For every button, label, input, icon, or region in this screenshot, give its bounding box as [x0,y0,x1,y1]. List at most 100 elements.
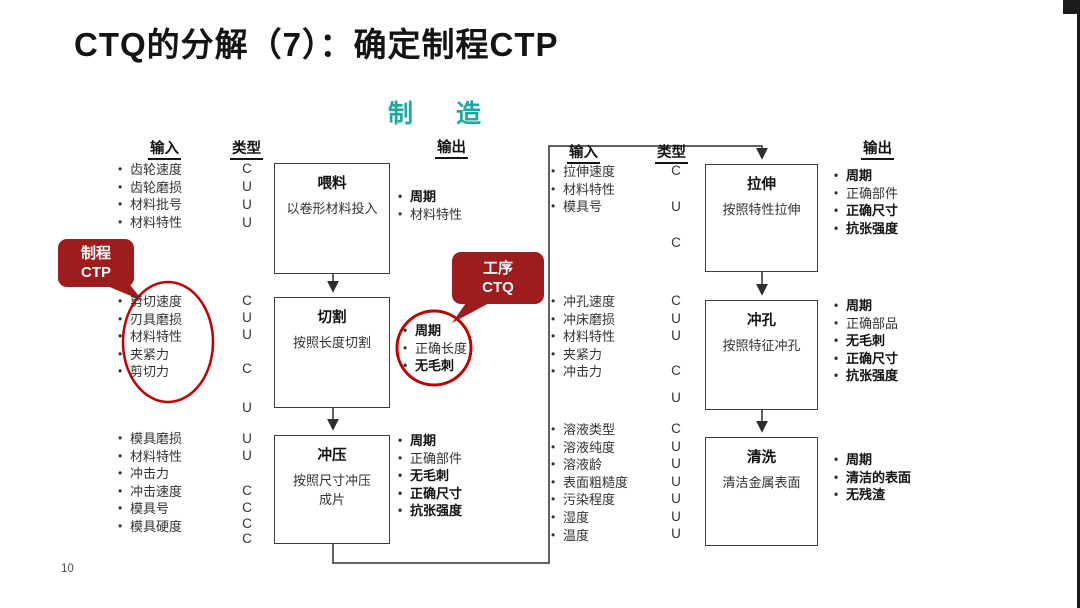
process-box-stretch: 拉伸 按照特性拉伸 [705,164,818,272]
input-label: 冲击力 [563,364,603,380]
input-label: 模具号 [563,199,603,215]
list-item: •冲击速度 [118,483,182,501]
bullet-icon: • [834,350,839,365]
type-letter: C [671,235,681,250]
list-item: • 材料特性 [118,448,182,466]
output-label: 周期 [410,433,437,448]
process-box-subtitle: 按照特性拉伸 [722,201,801,217]
bullet-icon: • [834,185,839,200]
process-box-feed: 喂料 以卷形材料投入 [274,163,390,274]
type-letter: C [671,363,681,378]
bullet-icon: • [834,333,839,348]
list-item: •正确部品 [834,315,898,333]
bullet-icon: • [834,315,839,330]
type-letter: C [242,293,252,308]
list-item: •材料特性 [118,328,182,346]
bullet-icon: • [118,364,123,379]
header-output-right: 输出 [861,137,894,160]
bullet-icon: • [551,422,556,436]
list-item: •正确尺寸 [398,485,462,503]
input-label: 模具磨损 [130,431,183,446]
bullet-icon: • [551,329,556,344]
bullet-icon: • [551,509,556,524]
input-label: 溶液类型 [563,422,616,437]
input-label: 剪切速度 [130,294,183,309]
bullet-icon: • [118,346,123,361]
bullet-icon: • [551,294,556,308]
input-label: 冲孔速度 [563,294,616,309]
list-item: •模具号 [118,500,182,518]
bullet-icon: • [118,162,123,176]
bullet-icon: • [551,164,556,178]
type-letter: U [242,327,252,342]
input-label: 溶液纯度 [563,439,616,455]
bullet-icon: • [551,474,556,489]
list-item: •齿轮磨损 [118,179,182,197]
callout-ctp: 制程 CTP [58,239,134,287]
bullet-icon: • [118,448,123,463]
bullet-icon: • [551,439,556,454]
output-list-stamp: •周期 •正确部件 •无毛刺 •正确尺寸 •抗张强度 [398,432,462,520]
bullet-icon: • [398,206,403,221]
process-box-cut: 切割 按照长度切割 [274,297,390,408]
bullet-icon: • [551,181,556,196]
list-item: •刃具磨损 [118,311,182,329]
type-letter: U [671,474,681,489]
input-label: 表面粗糙度 [563,474,629,490]
bullet-icon: • [398,189,403,203]
type-letter: U [671,439,681,454]
list-item: •无残渣 [834,486,911,504]
process-box-title: 拉伸 [747,177,776,193]
type-letter: U [671,199,681,214]
bullet-icon: • [551,492,556,507]
header-output-left: 输出 [435,136,468,159]
input-label: 溶液龄 [563,457,603,473]
type-letter: U [671,390,681,405]
input-label: 夹紧力 [563,346,603,362]
list-item: • 溶液类型 [551,421,628,439]
process-box-title: 冲压 [317,448,347,464]
type-letter: C [242,161,252,176]
bullet-icon: • [551,311,556,326]
header-input-left: 输入 [148,137,181,160]
bullet-icon: • [118,329,123,344]
list-item: •拉伸速度 [551,163,615,181]
process-box-subtitle: 清洁金属表面 [722,474,801,490]
list-item: •正确部件 [398,450,462,468]
bullet-icon: • [118,501,123,516]
list-item: • 夹紧力 [551,346,615,364]
input-label: 冲击速度 [130,483,183,499]
input-label: 材料批号 [130,197,183,213]
output-label: 正确尺寸 [846,203,899,219]
bullet-icon: • [118,466,123,481]
process-box-title: 切割 [317,310,347,326]
list-item: •剪切力 [118,363,182,381]
bullet-icon: • [551,199,556,214]
output-label: 正确部件 [410,450,463,466]
type-letter: U [671,526,681,541]
process-box-title: 喂料 [317,176,347,192]
output-label: 无毛刺 [415,358,455,374]
list-item: •温度 [551,527,628,545]
output-list-punch: •周期 •正确部品 •无毛刺 •正确尺寸 •抗张强度 [834,297,898,385]
type-letter: U [242,431,252,446]
list-item: •材料特性 [551,328,615,346]
bullet-icon: • [118,518,123,533]
bullet-icon: • [834,452,839,466]
bullet-icon: • [551,346,556,361]
callout-ctp-line1: 制程 [80,244,111,262]
process-box-subtitle: 以卷形材料投入 [286,200,378,216]
list-item: • 周期 [398,432,462,450]
callout-ctq: 工序 CTQ [452,252,544,304]
list-item: •湿度 [551,509,628,527]
list-item: •周期 [398,188,462,206]
type-letter: U [242,215,252,230]
list-item: •抗张强度 [398,502,462,520]
output-label: 清洁的表面 [846,469,912,485]
window-edge-strip [1077,0,1080,608]
input-label: 材料特性 [130,448,183,464]
bullet-icon: • [398,433,403,447]
bullet-icon: • [551,457,556,472]
input-label: 温度 [563,527,590,543]
input-label: 材料特性 [130,214,183,230]
